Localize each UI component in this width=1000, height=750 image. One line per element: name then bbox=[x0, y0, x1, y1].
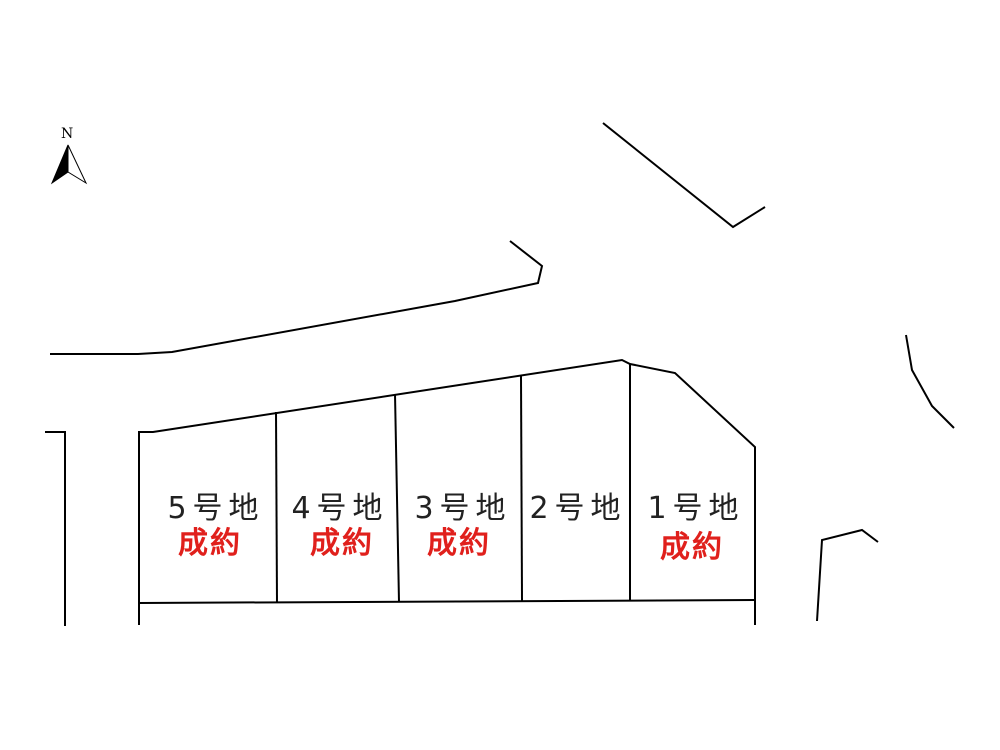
north-arrow-icon: N bbox=[50, 126, 88, 185]
lot-status: 成約 bbox=[310, 526, 374, 561]
lot-name: 4号地 bbox=[291, 491, 388, 526]
lot-4[interactable]: 4号地 成約 bbox=[291, 491, 388, 561]
road-edge-upper-right bbox=[602, 122, 766, 229]
road-edge-left bbox=[45, 431, 66, 626]
lot-status: 成約 bbox=[660, 530, 724, 565]
lot-name: 5号地 bbox=[167, 491, 264, 526]
lot-divider bbox=[275, 411, 278, 604]
lot-name: 3号地 bbox=[414, 491, 511, 526]
road-edge-lower-right bbox=[816, 528, 879, 622]
lot-divider bbox=[394, 393, 400, 603]
lot-name: 1号地 bbox=[647, 491, 744, 526]
road-edge-far-right bbox=[905, 334, 955, 429]
subdivision-outline bbox=[138, 358, 756, 625]
lot-status: 成約 bbox=[427, 526, 491, 561]
lot-name: 2号地 bbox=[529, 491, 626, 526]
lot-1[interactable]: 1号地 成約 bbox=[647, 491, 744, 565]
lot-3[interactable]: 3号地 成約 bbox=[414, 491, 511, 561]
lot-divider bbox=[520, 375, 523, 602]
road-edge-upper-left bbox=[50, 240, 544, 355]
lot-2[interactable]: 2号地 bbox=[529, 491, 626, 526]
lot-status: 成約 bbox=[178, 526, 242, 561]
lot-5[interactable]: 5号地 成約 bbox=[167, 491, 264, 561]
north-label: N bbox=[61, 126, 73, 142]
subdivision-front-boundary bbox=[138, 599, 756, 604]
